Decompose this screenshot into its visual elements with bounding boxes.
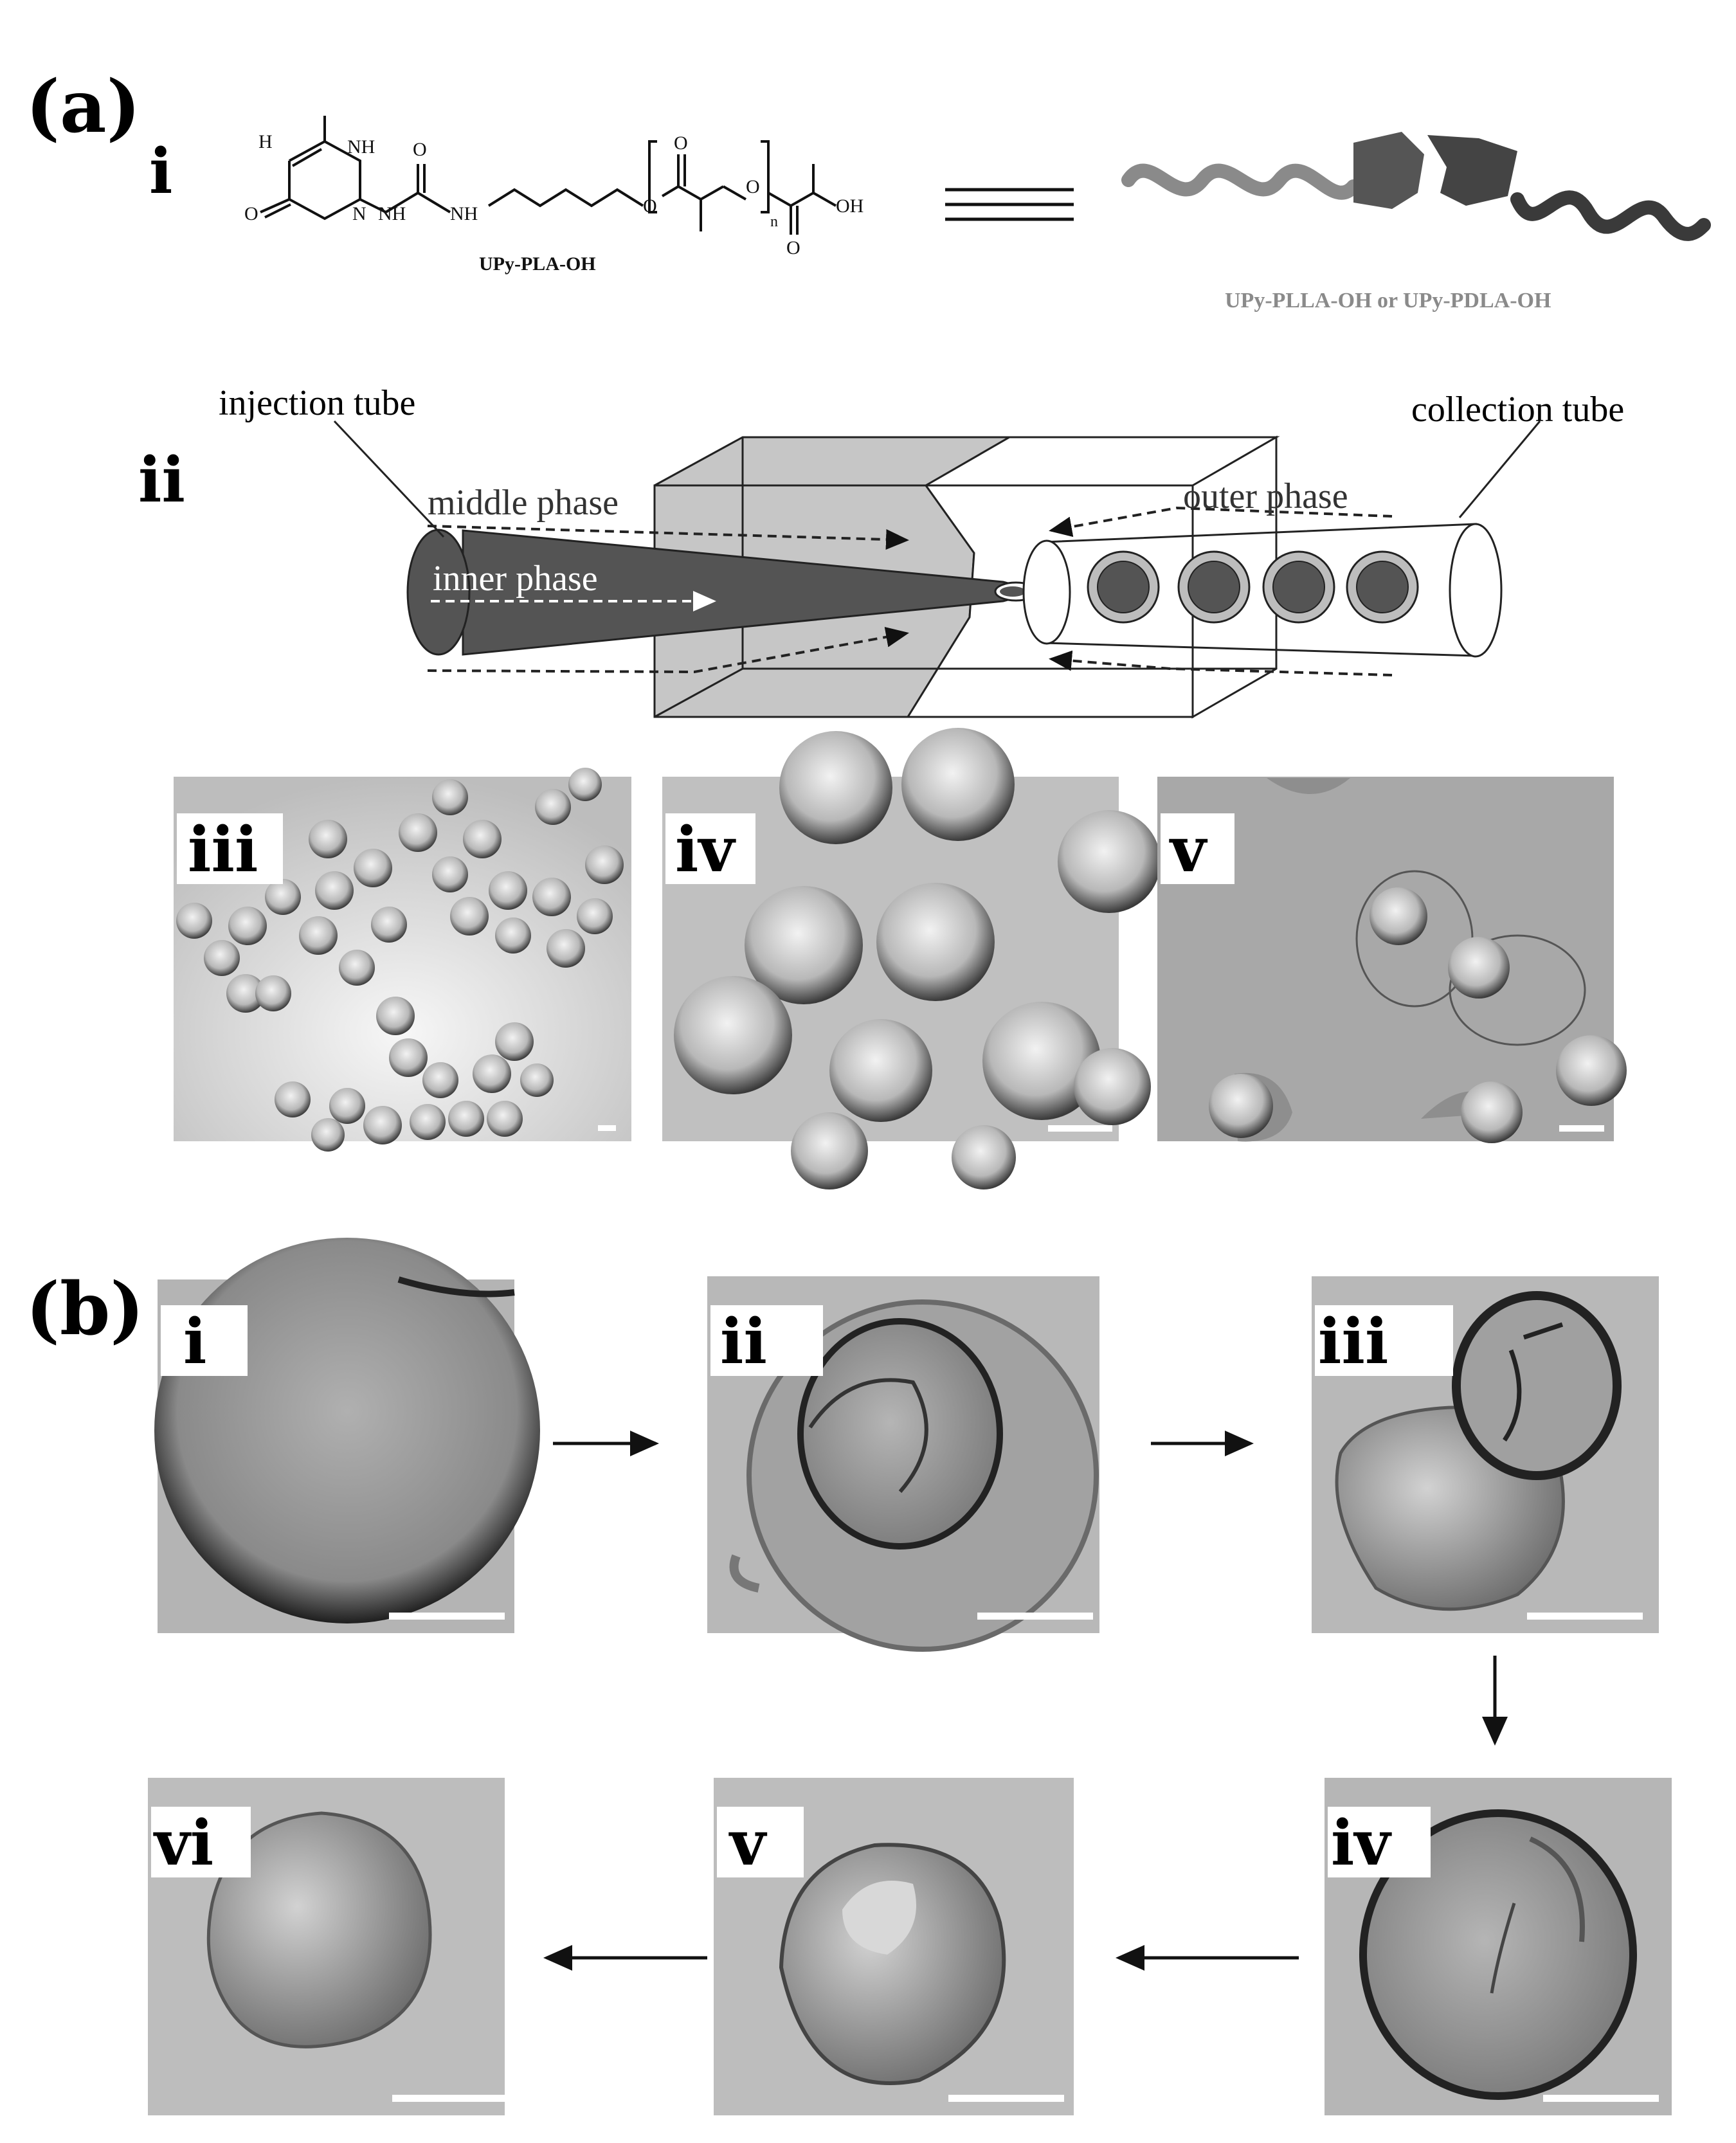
micrograph-b-i: i <box>154 1238 540 1633</box>
atom-nh-2: NH <box>450 203 478 224</box>
micrograph-b-iv: iv <box>1325 1778 1672 2115</box>
collection-tube-label: collection tube <box>1411 390 1624 430</box>
injection-tube-leader <box>333 420 445 538</box>
panel-b-letter: (b) <box>26 1267 144 1352</box>
micrograph-a-iii-numeral: iii <box>188 813 258 886</box>
micrograph-a-iv: iv <box>662 728 1161 1189</box>
flow-arrows <box>427 506 1393 676</box>
micrograph-a-iv-numeral: iv <box>675 813 736 886</box>
atom-o-ester-2: O <box>746 176 760 197</box>
double-emulsion-droplets <box>1087 550 1419 624</box>
upy-molecule <box>260 116 836 235</box>
atom-nh-top: NH <box>347 136 375 158</box>
scale-bar <box>389 1613 505 1620</box>
subpanel-a-i-numeral: i <box>149 135 172 208</box>
step-b-vi-numeral: vi <box>153 1807 213 1879</box>
atom-o-ring: O <box>244 203 258 224</box>
micrograph-a-v: v <box>1157 777 1627 1143</box>
micrograph-b-ii: ii <box>707 1276 1099 1652</box>
atom-o-ester-1: O <box>674 132 688 154</box>
panel-a-letter: (a) <box>26 65 141 149</box>
step-b-v-numeral: v <box>728 1807 768 1879</box>
scale-bar <box>392 2095 508 2102</box>
micrograph-a-v-numeral: v <box>1169 813 1208 886</box>
atom-n-ring: N <box>352 203 366 224</box>
outer-phase-label: outer phase <box>1183 476 1348 516</box>
polymer-cartoon <box>1121 132 1711 241</box>
micrograph-b-vi: vi <box>148 1778 508 2115</box>
sequence-arrows <box>543 1431 1508 1971</box>
atom-oh: OH <box>836 195 863 217</box>
cartoon-caption: UPy-PLLA-OH or UPy-PDLA-OH <box>1225 289 1551 312</box>
scale-bar <box>1527 1613 1643 1620</box>
subpanel-a-ii-numeral: ii <box>138 444 185 516</box>
scale-bar <box>1543 2095 1659 2102</box>
collection-tube-leader <box>1458 420 1541 518</box>
panel-a-ii-device: ii <box>138 383 1624 719</box>
middle-phase-label: middle phase <box>428 483 619 523</box>
atom-o-carbonyl: O <box>413 139 427 160</box>
step-b-ii-numeral: ii <box>720 1305 767 1378</box>
step-b-iv-numeral: iv <box>1331 1807 1392 1879</box>
scale-bar <box>977 1613 1093 1620</box>
scale-bar <box>1559 1125 1604 1132</box>
molecule-caption: UPy-PLA-OH <box>479 253 596 275</box>
micrograph-a-iii: iii <box>174 768 631 1152</box>
scale-bar <box>1048 1125 1112 1132</box>
inner-phase-label: inner phase <box>433 559 598 599</box>
step-b-i-numeral: i <box>183 1305 206 1378</box>
micrograph-b-v: v <box>714 1778 1074 2115</box>
panel-a-i-chemistry: i H NH O <box>149 116 1711 312</box>
atom-o-chain: O <box>643 195 657 217</box>
atom-nh-1: NH <box>378 203 406 224</box>
atom-h: H <box>258 131 273 152</box>
micrograph-b-iii: iii <box>1312 1276 1659 1633</box>
atom-n-subscript: n <box>770 213 778 230</box>
scale-bar <box>598 1125 616 1131</box>
scale-bar <box>948 2095 1064 2102</box>
step-b-iii-numeral: iii <box>1318 1305 1388 1378</box>
atom-o-ester-3: O <box>786 237 800 258</box>
equivalence-sign <box>945 188 1074 221</box>
injection-tube-label: injection tube <box>219 383 415 423</box>
